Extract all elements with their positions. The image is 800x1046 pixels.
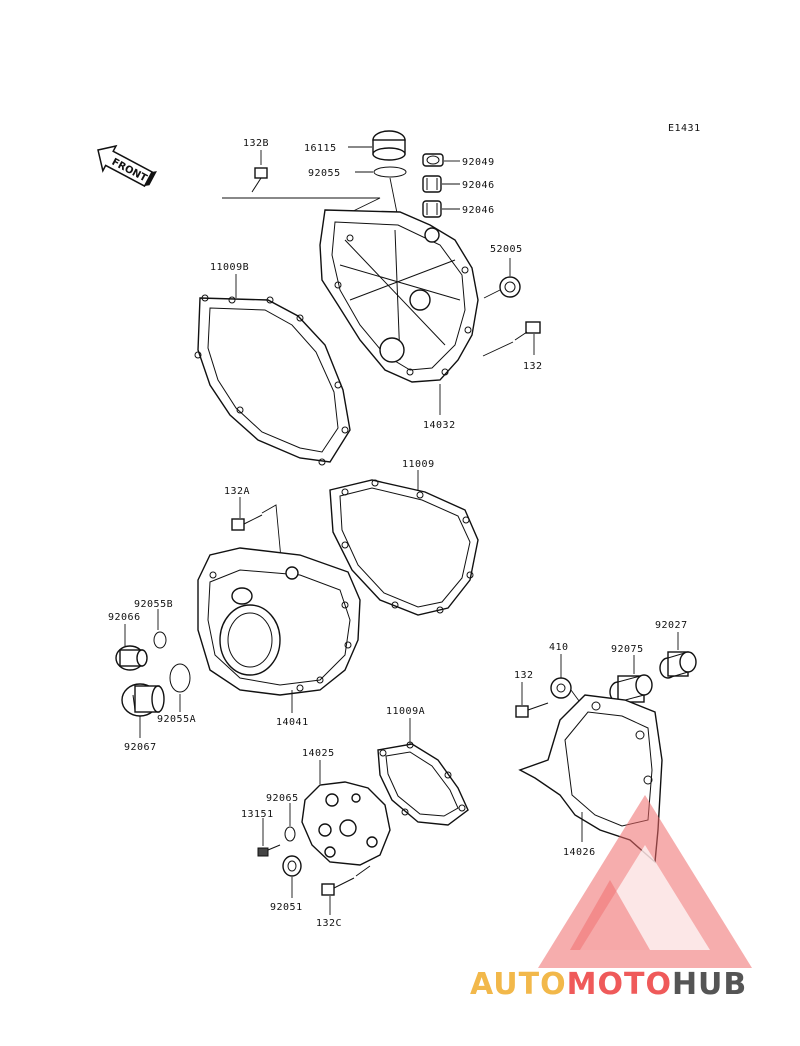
bolt-132c — [321, 877, 355, 896]
label-11009b: 11009B — [210, 262, 249, 273]
label-14026: 14026 — [563, 847, 596, 858]
label-92065: 92065 — [266, 793, 299, 804]
diagram-code: E1431 — [668, 123, 701, 134]
bearing-92046-a — [422, 175, 442, 193]
gasket-11009 — [329, 479, 479, 616]
bolt-132-right — [515, 702, 549, 718]
label-92049: 92049 — [462, 157, 495, 168]
water-pump-cover-14025 — [301, 781, 391, 866]
logo-text-auto: AUTO — [470, 967, 567, 1002]
grommet-92075 — [609, 674, 653, 703]
label-11009: 11009 — [402, 459, 435, 470]
label-92027: 92027 — [655, 620, 688, 631]
plug-92067 — [121, 683, 165, 717]
front-arrow-icon: FRONT — [97, 144, 157, 188]
label-11009a: 11009A — [386, 706, 425, 717]
clutch-cover-14032 — [319, 209, 479, 383]
label-132a: 132A — [224, 486, 250, 497]
label-92051: 92051 — [270, 902, 303, 913]
label-92055b: 92055B — [134, 599, 173, 610]
plug-92066 — [115, 645, 148, 671]
gasket-11009b-holes — [194, 294, 349, 466]
bleeder-bolt-13151 — [257, 844, 281, 857]
seal-92051 — [282, 855, 302, 877]
collar-410 — [550, 677, 572, 699]
bolt-132b — [251, 167, 268, 193]
label-132c: 132C — [316, 918, 342, 929]
label-92055a: 92055A — [157, 714, 196, 725]
automotohub-logo: AUTOMOTOHUB — [470, 795, 752, 1002]
gasket-11009a — [377, 743, 469, 826]
sprocket-cover-14026 — [518, 694, 663, 864]
gasket-11009a-holes — [379, 741, 466, 816]
label-132b: 132B — [243, 138, 269, 149]
bolt-132a — [231, 514, 263, 531]
svg-text:AUTOMOTOHUB: AUTOMOTOHUB — [470, 967, 747, 1002]
label-92066: 92066 — [108, 612, 141, 623]
label-14025: 14025 — [302, 748, 335, 759]
bearing-92046-b — [422, 200, 442, 218]
label-132-top: 132 — [523, 361, 543, 372]
label-92046-a: 92046 — [462, 180, 495, 191]
label-14041: 14041 — [276, 717, 309, 728]
bolt-132-top — [514, 321, 541, 341]
generator-cover-14041 — [197, 547, 361, 696]
o-ring-92055 — [373, 166, 407, 178]
label-92046-b: 92046 — [462, 205, 495, 216]
label-52005: 52005 — [490, 244, 523, 255]
label-92067: 92067 — [124, 742, 157, 753]
label-16115: 16115 — [304, 143, 337, 154]
o-ring-92055b — [153, 631, 167, 649]
logo-text-moto: MOTO — [567, 967, 672, 1002]
washer-92065 — [284, 826, 296, 842]
grommet-92027 — [659, 651, 697, 679]
gasket-11009-holes — [341, 479, 474, 614]
label-132-right: 132 — [514, 670, 534, 681]
oil-filler-cap-16115 — [372, 130, 406, 161]
oil-seal-92049 — [422, 153, 444, 167]
label-410: 410 — [549, 642, 569, 653]
logo-text-hub: HUB — [672, 967, 747, 1002]
cap-52005 — [499, 276, 521, 298]
label-92055: 92055 — [308, 168, 341, 179]
label-13151: 13151 — [241, 809, 274, 820]
o-ring-92055a — [169, 663, 191, 693]
label-92075: 92075 — [611, 644, 644, 655]
label-14032: 14032 — [423, 420, 456, 431]
